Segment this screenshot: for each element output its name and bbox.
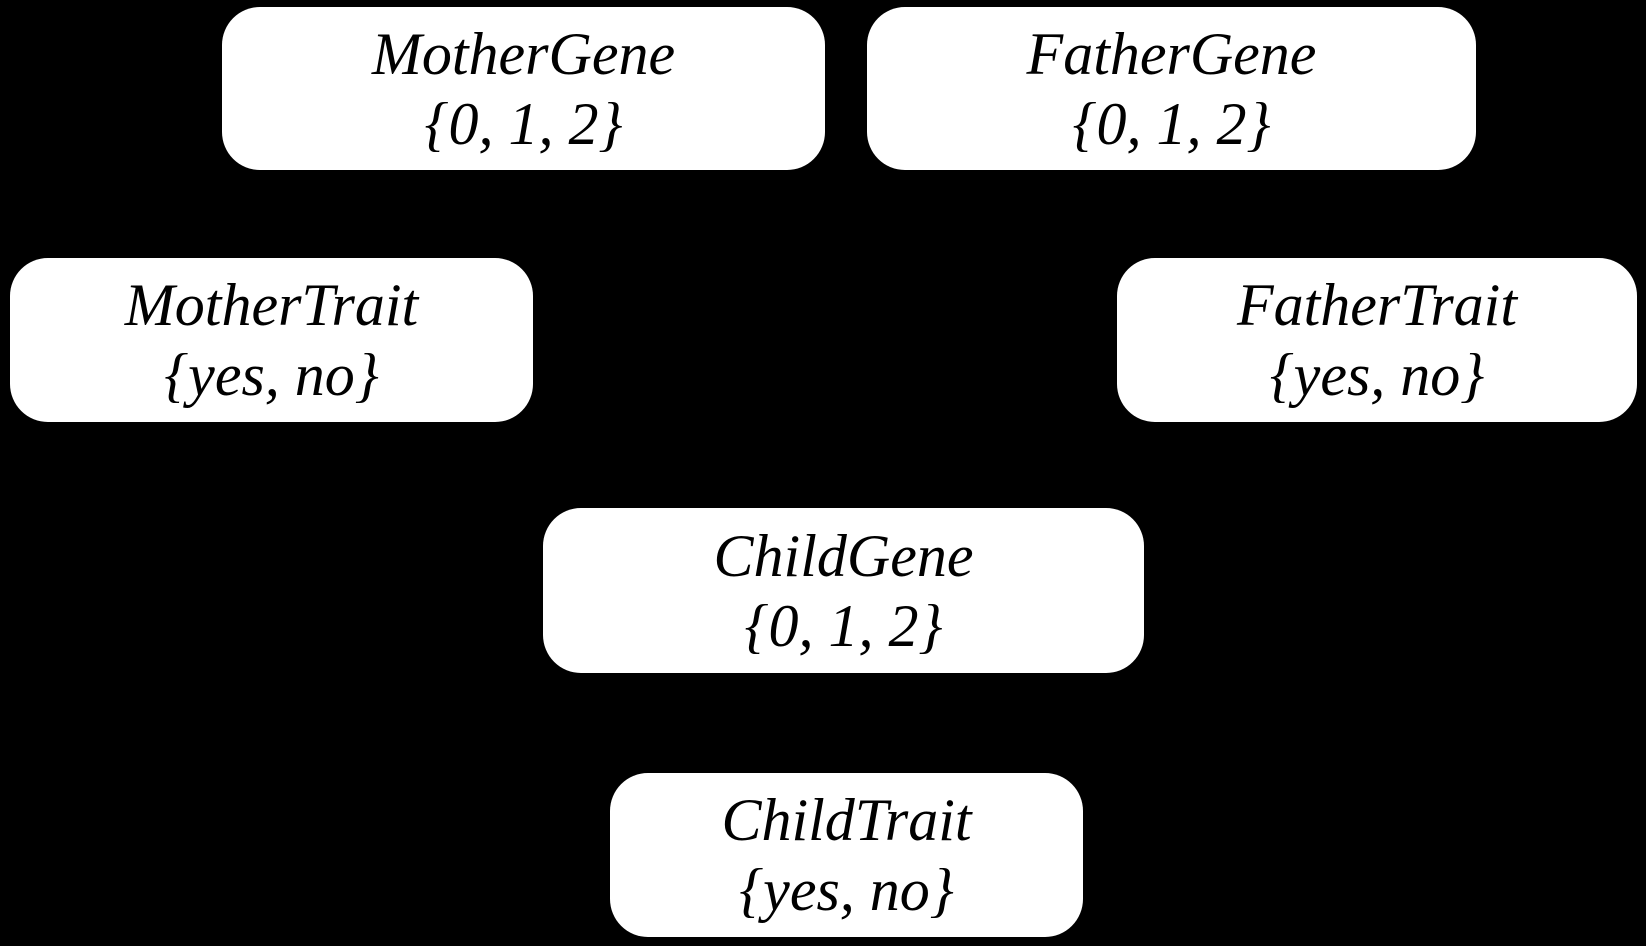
- node-mother-trait: MotherTrait {yes, no}: [10, 258, 533, 422]
- node-child-gene-label: ChildGene: [713, 522, 974, 589]
- node-father-trait-values: {yes, no}: [1269, 342, 1485, 408]
- node-father-gene-label: FatherGene: [1026, 20, 1317, 87]
- node-mother-trait-label: MotherTrait: [124, 272, 419, 338]
- node-child-gene-values: {0, 1, 2}: [744, 592, 943, 659]
- node-mother-gene-values: {0, 1, 2}: [424, 90, 623, 157]
- node-father-gene: FatherGene {0, 1, 2}: [867, 7, 1476, 170]
- node-father-trait-label: FatherTrait: [1236, 272, 1518, 338]
- node-child-gene: ChildGene {0, 1, 2}: [543, 508, 1144, 673]
- node-child-trait-label: ChildTrait: [721, 787, 972, 853]
- node-child-trait-values: {yes, no}: [739, 857, 954, 923]
- node-father-gene-values: {0, 1, 2}: [1072, 90, 1271, 157]
- node-mother-trait-values: {yes, no}: [164, 342, 379, 408]
- node-father-trait: FatherTrait {yes, no}: [1117, 258, 1637, 422]
- node-mother-gene-label: MotherGene: [371, 20, 676, 87]
- node-child-trait: ChildTrait {yes, no}: [610, 773, 1083, 937]
- node-mother-gene: MotherGene {0, 1, 2}: [222, 7, 825, 170]
